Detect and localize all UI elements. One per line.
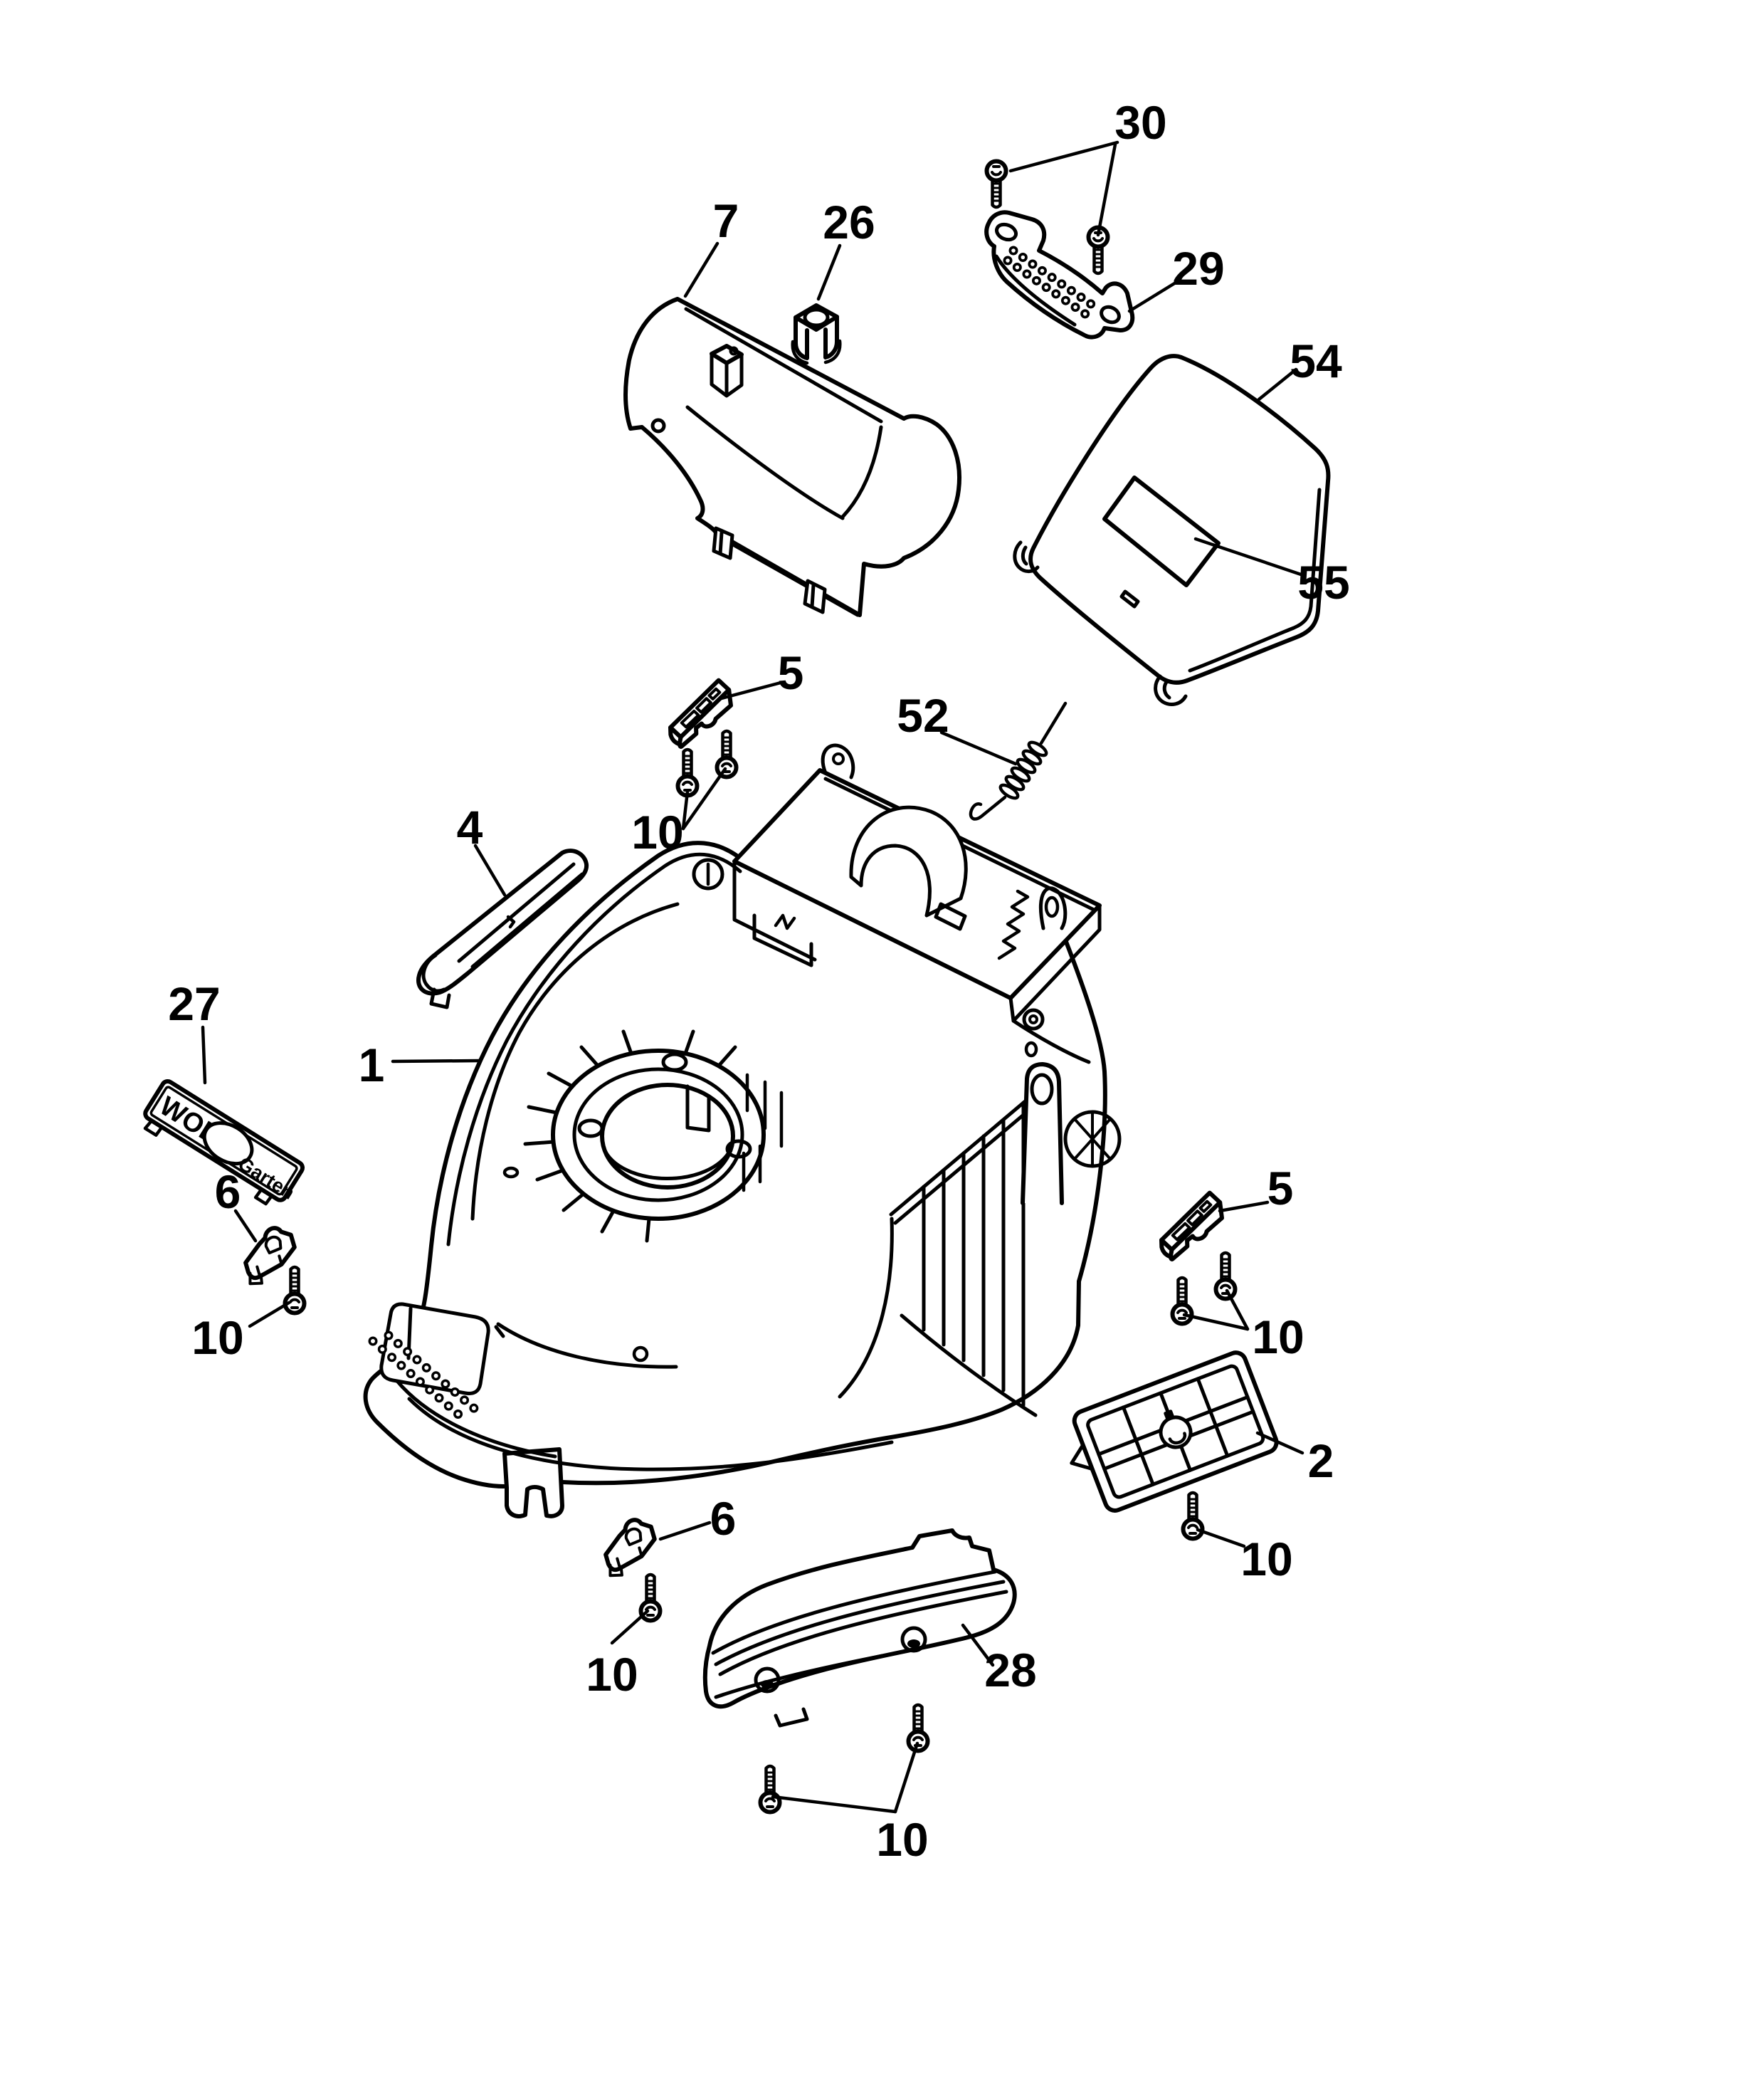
- height-adjuster-pulley: [1063, 1110, 1122, 1168]
- callout-label-54-4: 54: [1290, 335, 1342, 387]
- leader-line-10: [248, 1301, 291, 1328]
- callout-label-10-17: 10: [1240, 1533, 1292, 1585]
- leader-line-10: [1182, 1313, 1250, 1331]
- part-1-deck-housing: [363, 743, 1122, 1518]
- part-26-block: [791, 303, 842, 365]
- part-10-screw-4: [285, 1267, 305, 1313]
- leader-line-55: [1193, 537, 1305, 577]
- part-55-label: [1102, 476, 1221, 587]
- leader-line-10: [610, 1609, 650, 1645]
- part-10-screw-5: [1216, 1253, 1235, 1299]
- callout-label-6-12: 6: [215, 1165, 241, 1218]
- part-54-rear-flap: [1013, 354, 1331, 706]
- callout-label-29-3: 29: [1172, 242, 1224, 295]
- callout-label-52-7: 52: [897, 689, 949, 742]
- leader-line-30: [1008, 140, 1119, 173]
- part-7-cover: [623, 297, 961, 617]
- callout-label-26-2: 26: [823, 196, 875, 248]
- callout-label-27-10: 27: [168, 977, 220, 1030]
- callout-label-5-6: 5: [778, 646, 804, 699]
- leader-line-29: [1127, 280, 1178, 313]
- leader-line-52: [939, 730, 1018, 766]
- callout-label-10-20: 10: [586, 1648, 638, 1701]
- part-28-front-bumper: [702, 1528, 1017, 1728]
- callout-label-6-19: 6: [710, 1492, 737, 1545]
- leader-line-4: [473, 844, 507, 897]
- leader-line-28: [961, 1623, 995, 1667]
- leader-line-2: [1255, 1431, 1304, 1455]
- callout-label-2-16: 2: [1308, 1434, 1334, 1487]
- callout-label-7-1: 7: [713, 194, 739, 247]
- leader-line-10: [681, 767, 727, 831]
- callout-label-30-0: 30: [1114, 96, 1166, 149]
- leader-line-6: [233, 1209, 258, 1243]
- callout-label-10-21: 10: [876, 1813, 928, 1866]
- part-29-handle-insert: [984, 210, 1135, 340]
- part-5-clamp-bar-1: [1160, 1192, 1223, 1259]
- callout-label-28-18: 28: [984, 1644, 1036, 1696]
- part-10-screw-0: [987, 162, 1006, 208]
- leader-line-5: [719, 681, 783, 700]
- leader-line-10: [893, 1741, 919, 1814]
- part-4-trim-strip: [416, 849, 589, 1009]
- callout-label-5-14: 5: [1267, 1162, 1294, 1214]
- callout-label-10-15: 10: [1252, 1311, 1304, 1363]
- callout-label-10-8: 10: [631, 806, 683, 859]
- leader-line-26: [816, 243, 842, 301]
- leader-line-5: [1218, 1200, 1270, 1213]
- leader-line-27: [201, 1025, 207, 1085]
- discharge-tunnel: [732, 743, 1102, 1064]
- callout-label-1-11: 1: [359, 1039, 385, 1091]
- callout-label-55-5: 55: [1297, 556, 1349, 609]
- leader-line-7: [683, 241, 719, 298]
- leader-line-10: [771, 1795, 897, 1814]
- callout-label-10-13: 10: [191, 1311, 243, 1364]
- callout-label-4-9: 4: [457, 801, 483, 854]
- part-52-spring: [969, 701, 1068, 821]
- part-10-screw-2: [678, 750, 697, 796]
- leader-line-6: [658, 1521, 712, 1541]
- leader-line-10: [1225, 1288, 1250, 1331]
- leader-line-30: [1096, 142, 1117, 237]
- leader-line-54: [1257, 367, 1298, 401]
- leader-line-10: [681, 789, 690, 831]
- blade-housing-ring: [523, 1029, 784, 1243]
- part-10-screw-3: [717, 731, 737, 777]
- part-2-grate: [1070, 1350, 1279, 1513]
- part-6-clip-1: [597, 1516, 661, 1578]
- part-10-screw-8: [761, 1766, 780, 1812]
- leader-line-10: [1196, 1528, 1246, 1548]
